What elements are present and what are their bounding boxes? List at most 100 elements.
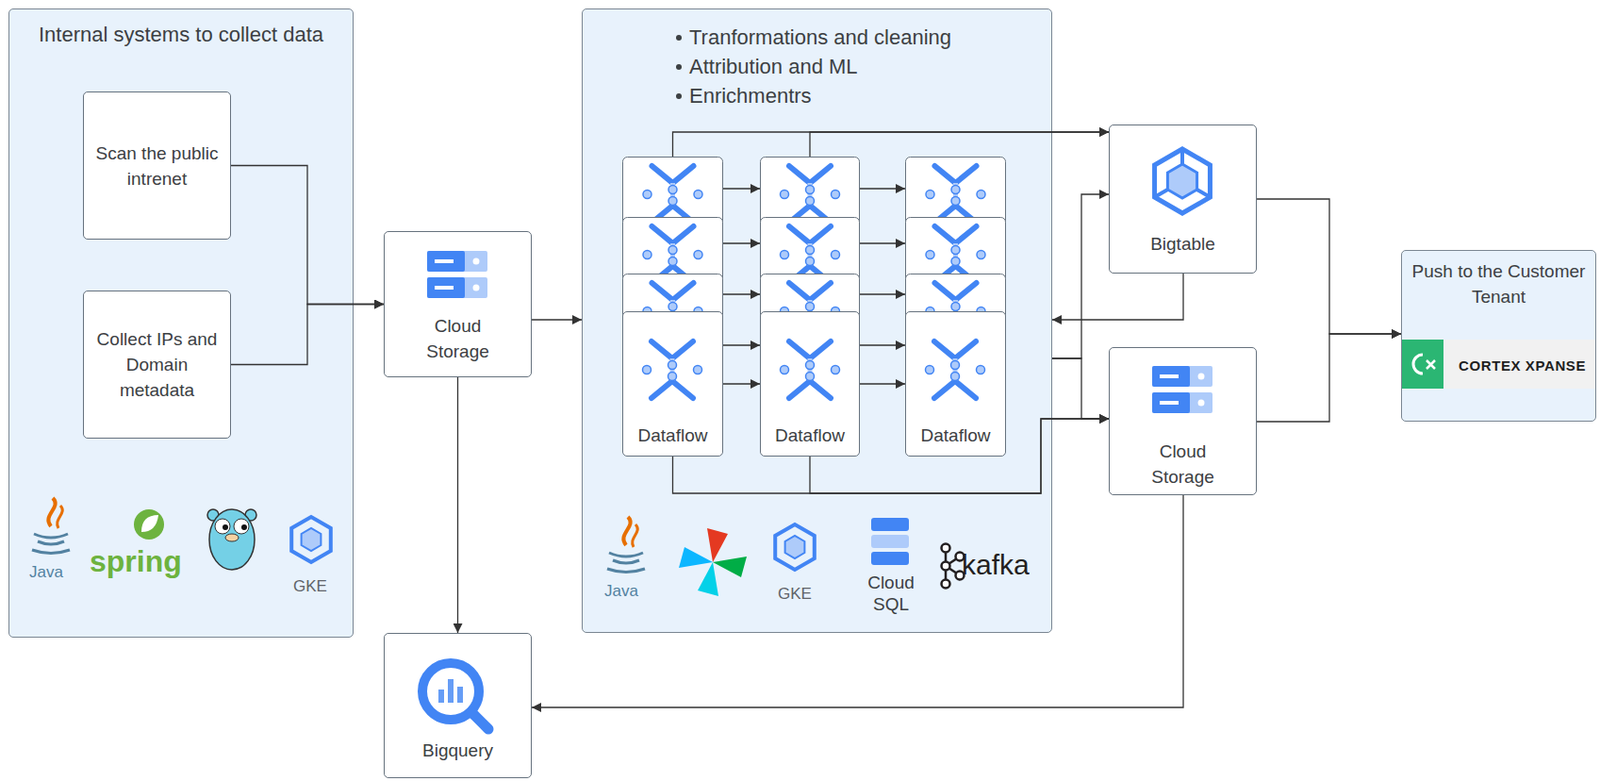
stage-arrow — [723, 293, 760, 295]
flow-arrow — [809, 418, 1109, 494]
dataflow-dot — [668, 257, 677, 266]
dataflow-dot — [643, 250, 652, 260]
dataflow-stem — [670, 182, 676, 206]
storage-slot — [434, 285, 454, 290]
dataflow-box: Dataflow — [622, 311, 724, 457]
logo-glyph — [1426, 360, 1436, 369]
dataflow-dot — [693, 365, 703, 375]
flow-arrow — [1052, 358, 1109, 419]
icon-group — [643, 341, 703, 398]
logo-label: Java — [29, 561, 64, 582]
storage-slab-front — [1152, 392, 1190, 413]
gke-cube — [785, 535, 806, 559]
dataflow-arm — [789, 282, 831, 300]
gke-hex — [291, 516, 331, 562]
gopher-eye — [233, 518, 249, 534]
storage-slot — [1159, 400, 1179, 405]
dataflow-dot — [976, 365, 986, 375]
icon-group — [1402, 339, 1596, 389]
dataflow-arm — [652, 165, 694, 183]
kafka-node — [941, 561, 951, 571]
kafka-node — [941, 544, 951, 553]
dataflow-dot — [643, 365, 652, 375]
logo-label: kafka — [961, 548, 1030, 581]
dataflow-dot — [668, 197, 677, 206]
cloudsql-layer — [871, 551, 909, 565]
database-box: Bigtable — [1108, 124, 1257, 274]
dataflow-dot — [925, 365, 935, 375]
dataflow-arm — [789, 226, 831, 244]
icon-group — [925, 341, 986, 398]
dataflow-stem — [953, 243, 958, 266]
gke-cube — [301, 527, 322, 551]
node-label: Dataflow — [638, 422, 709, 448]
storage-led — [1198, 399, 1205, 407]
dataflow-dot — [951, 361, 960, 370]
logo-label: Java — [604, 580, 639, 601]
dataflow-dot — [976, 250, 986, 260]
dataflow-dot — [831, 190, 841, 199]
dataflow-arm — [652, 282, 694, 300]
flow-arrow — [673, 418, 1110, 494]
flow-arrow — [531, 318, 582, 320]
icon-group — [1152, 365, 1213, 413]
dataflow-arm — [935, 165, 977, 183]
dataflow-dot — [780, 190, 790, 199]
dataflow-box: Dataflow — [759, 311, 860, 457]
dataflow-dot — [806, 197, 815, 206]
kafka-link — [945, 565, 960, 576]
dataflow-dot — [831, 250, 841, 260]
flow-arrow — [457, 377, 459, 633]
bigtable-spoke — [1197, 189, 1211, 198]
gke-hex — [775, 524, 815, 570]
dataflow-dot — [951, 302, 960, 312]
flow-arrow — [673, 131, 1110, 157]
dataflow-arm — [651, 380, 693, 398]
bigtable-inner — [1167, 164, 1197, 198]
dataflow-dot — [780, 365, 790, 375]
spring-leaf-bg — [133, 509, 165, 540]
dataflow-dot — [780, 250, 790, 260]
gopher-nose — [225, 533, 239, 542]
dataflow-dot — [668, 246, 677, 255]
logo-label: GKE — [777, 583, 812, 604]
dataflow-arm — [789, 380, 831, 398]
icon-group — [427, 250, 488, 298]
flow-arrow — [1052, 194, 1109, 359]
dataflow-arm — [652, 265, 694, 283]
dataflow-arm — [934, 380, 976, 398]
node-label: Bigquery — [422, 737, 494, 763]
dataflow-dot — [668, 372, 677, 381]
bigquery-bar — [438, 689, 445, 703]
kafka-link — [945, 556, 960, 566]
kafka-link — [944, 565, 948, 584]
dataflow-stem — [953, 358, 958, 381]
dataflow-arm — [652, 205, 694, 223]
dataflow-stem — [808, 182, 813, 206]
dataflow-arm — [935, 282, 977, 300]
dataflow-dot — [668, 302, 677, 312]
dataflow-dot — [925, 190, 935, 199]
gopher-eye — [214, 518, 231, 534]
tenant-panel: Push to the Customer TenantCORTEX XPANSE — [1401, 249, 1597, 422]
stacked-dataflow-box — [760, 157, 860, 303]
dataflow-dot — [951, 257, 960, 266]
dataflow-dot — [806, 372, 815, 381]
flow-arrow — [1256, 198, 1402, 334]
dataflow-dot — [925, 250, 935, 260]
airflow-blade — [707, 527, 728, 562]
flow-arrow — [1052, 273, 1184, 320]
dataflow-arm — [789, 205, 831, 223]
gopher-pupil — [222, 524, 229, 530]
logo-text: CORTEX XPANSE — [1458, 340, 1586, 390]
java-steam — [623, 516, 630, 545]
bigtable-spoke — [1180, 148, 1185, 165]
dataflow-stem — [808, 243, 813, 266]
dataflow-dot — [806, 246, 815, 255]
stacked-dataflow-box — [906, 157, 1007, 303]
node-label: Bigtable — [1150, 230, 1216, 257]
node-label: Dataflow — [775, 422, 845, 448]
dataflow-arm — [652, 226, 694, 244]
